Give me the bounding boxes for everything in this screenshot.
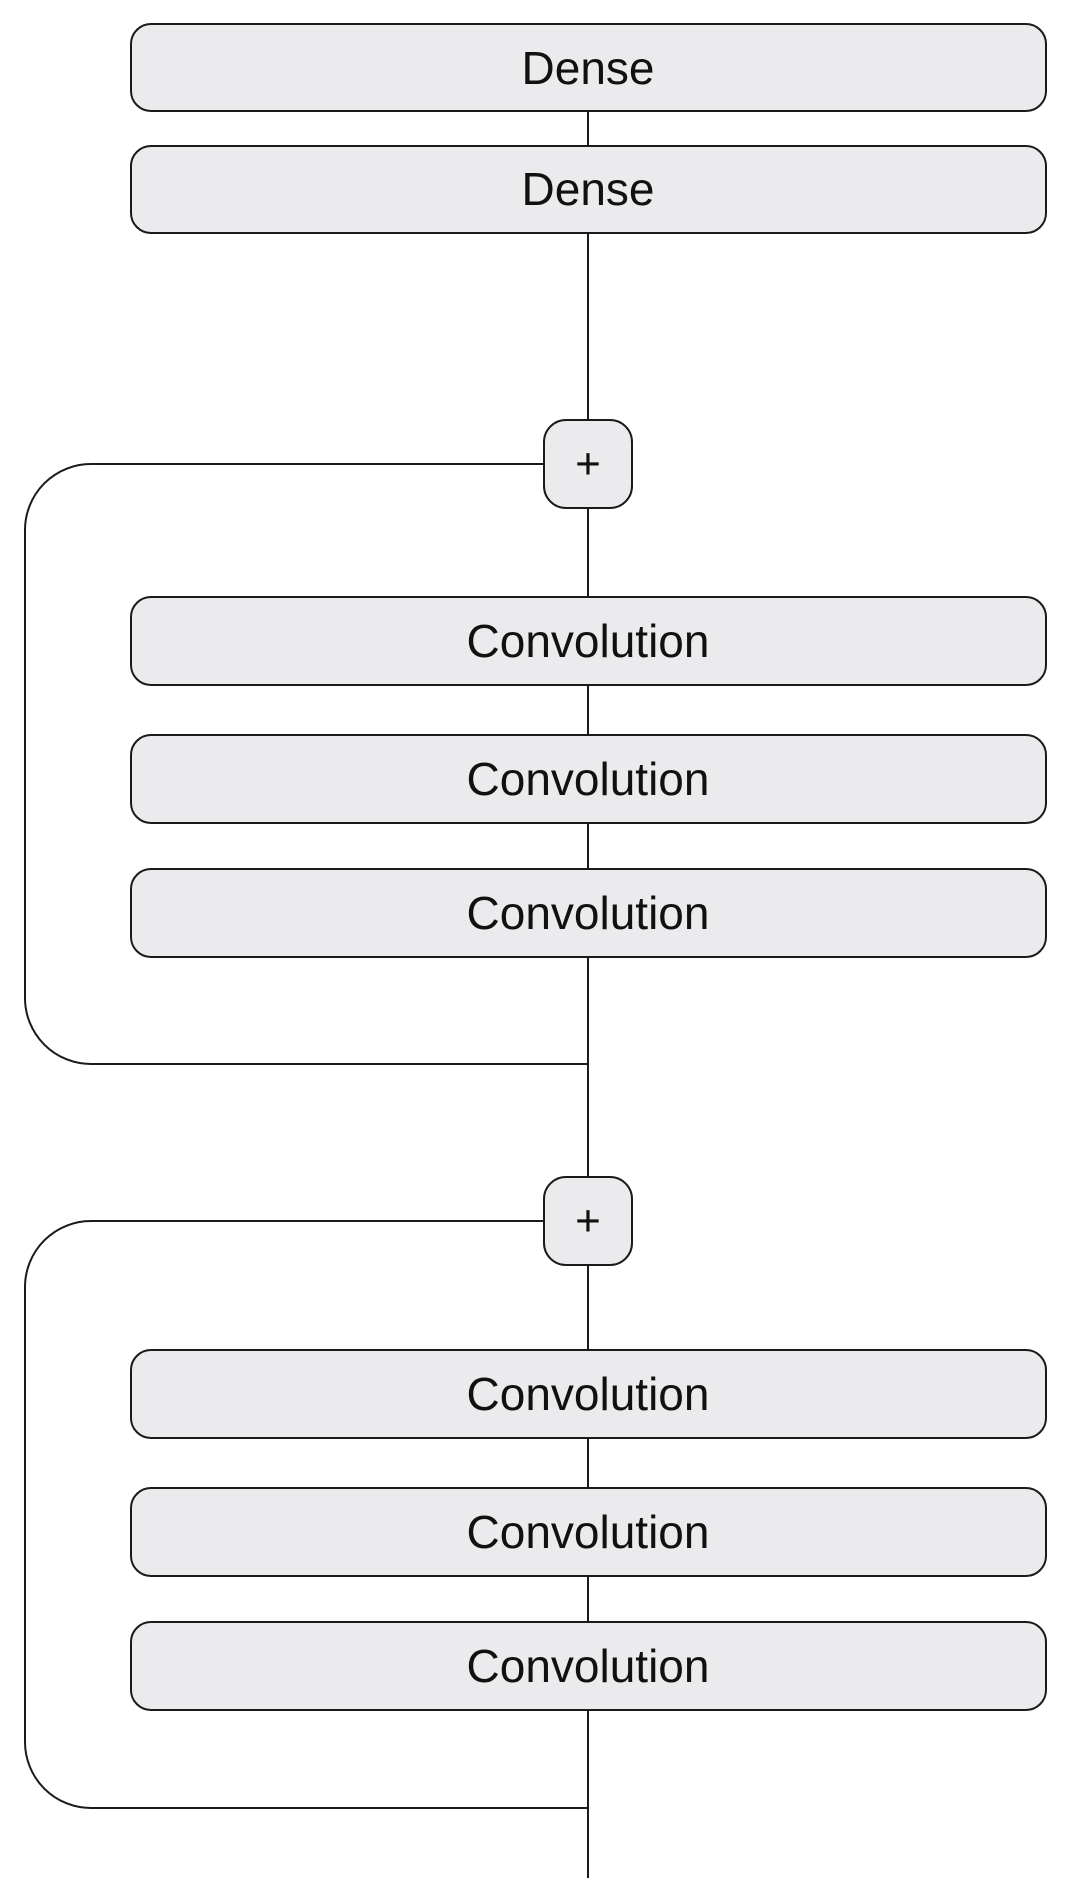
convolution-layer-2-label: Convolution	[467, 753, 710, 805]
add-node-2: +	[543, 1176, 633, 1266]
convolution-layer-5: Convolution	[130, 1487, 1047, 1577]
add-node-2-label: +	[575, 1197, 601, 1246]
convolution-layer-1: Convolution	[130, 596, 1047, 686]
dense-layer-2: Dense	[130, 145, 1047, 234]
convolution-layer-5-label: Convolution	[467, 1506, 710, 1558]
dense-layer-2-label: Dense	[522, 163, 655, 215]
skip-connection-1	[24, 463, 588, 1065]
convolution-layer-6: Convolution	[130, 1621, 1047, 1711]
convolution-layer-4-label: Convolution	[467, 1368, 710, 1420]
add-node-1-label: +	[575, 440, 601, 489]
convolution-layer-3: Convolution	[130, 868, 1047, 958]
convolution-layer-1-label: Convolution	[467, 615, 710, 667]
convolution-layer-6-label: Convolution	[467, 1640, 710, 1692]
convolution-layer-4: Convolution	[130, 1349, 1047, 1439]
add-node-1: +	[543, 419, 633, 509]
convolution-layer-2: Convolution	[130, 734, 1047, 824]
convolution-layer-3-label: Convolution	[467, 887, 710, 939]
dense-layer-1: Dense	[130, 23, 1047, 112]
skip-connection-2	[24, 1220, 588, 1809]
dense-layer-1-label: Dense	[522, 42, 655, 94]
